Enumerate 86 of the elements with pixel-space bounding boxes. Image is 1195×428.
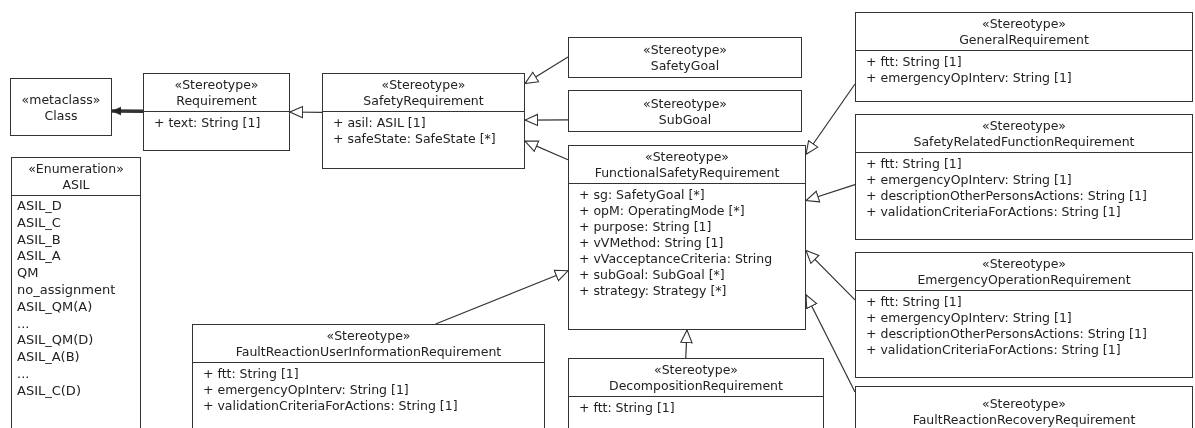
generalization-arrow — [524, 56, 569, 85]
generalization-arrow — [524, 140, 569, 161]
attribute: + strategy: Strategy [*] — [579, 283, 727, 299]
class-box — [855, 252, 1193, 378]
attribute: + subGoal: SubGoal [*] — [579, 267, 725, 283]
class-box — [143, 73, 290, 151]
enum-literal: ASIL_A(B) — [17, 349, 80, 366]
attribute: + ftt: String [1] — [866, 294, 962, 310]
attribute: + validationCriteriaForActions: String [1] — [203, 398, 458, 414]
class-name: SafetyRelatedFunctionRequirement — [913, 134, 1135, 150]
class-name: DecompositionRequirement — [609, 378, 783, 394]
generalization-arrow — [805, 249, 856, 301]
enum-literal: ASIL_B — [17, 231, 61, 249]
enum-literal: ASIL_C — [17, 214, 61, 232]
attribute: + validationCriteriaForActions: String [1] — [866, 204, 1121, 220]
stereotype-label: «Stereotype» — [982, 395, 1066, 412]
stereotype-label: «Stereotype» — [982, 118, 1066, 134]
stereotype-label: «Stereotype» — [645, 149, 729, 165]
enum-literal: ASIL_A — [17, 248, 61, 266]
generalization-arrow — [434, 269, 569, 325]
class-box — [568, 90, 802, 132]
attribute: + descriptionOtherPersonsActions: String [1] — [866, 326, 1147, 342]
attribute: + descriptionOtherPersonsActions: String [1] — [866, 188, 1147, 204]
stereotype-label: «Stereotype» — [654, 362, 738, 378]
generalization-arrow — [289, 106, 323, 119]
class-box — [568, 145, 806, 330]
class-name: SafetyRequirement — [363, 93, 484, 109]
stereotype-label: «Stereotype» — [643, 95, 727, 112]
attribute: + emergencyOpInterv: String [1] — [866, 172, 1072, 188]
stereotype-label: «Stereotype» — [381, 77, 466, 93]
enum-literal: ASIL_QM(D) — [17, 332, 94, 350]
attribute: + sg: SafetyGoal [*] — [579, 187, 705, 203]
attribute: + safeState: SafeState [*] — [333, 131, 496, 147]
attribute: + vVMethod: String [1] — [579, 235, 724, 251]
generalization-arrow — [805, 294, 856, 393]
class-box — [322, 73, 525, 169]
class-name: FaultReactionRecoveryRequirement — [912, 411, 1136, 428]
class-box — [855, 12, 1193, 102]
generalization-arrow — [524, 113, 569, 127]
class-box — [855, 114, 1193, 240]
attribute: + purpose: String [1] — [579, 219, 712, 235]
stereotype-label: «Stereotype» — [174, 77, 259, 93]
stereotype-label: «Enumeration» — [28, 161, 124, 177]
attribute: + validationCriteriaForActions: String [1] — [866, 342, 1121, 358]
attribute: + emergencyOpInterv: String [1] — [203, 382, 409, 398]
enum-literal: ASIL_C(D) — [17, 382, 81, 400]
class-name: SafetyGoal — [650, 58, 720, 74]
enum-literal: ... — [17, 315, 30, 333]
class-name: FaultReactionUserInformationRequirement — [235, 344, 502, 360]
attribute: + vVacceptanceCriteria: String — [579, 251, 773, 267]
class-name: FunctionalSafetyRequirement — [594, 165, 780, 181]
metaclass-box — [10, 78, 112, 136]
class-name: EmergencyOperationRequirement — [917, 272, 1131, 288]
class-name: GeneralRequirement — [959, 32, 1089, 48]
attribute: + ftt: String [1] — [579, 400, 675, 416]
class-box — [568, 37, 802, 78]
generalization-arrow — [805, 183, 856, 203]
class-box — [855, 386, 1193, 428]
extension-arrow — [111, 106, 143, 116]
class-box — [568, 358, 824, 428]
attribute: + opM: OperatingMode [*] — [579, 203, 745, 219]
stereotype-label: «Stereotype» — [326, 328, 411, 344]
generalization-arrow — [680, 329, 693, 359]
generalization-arrow — [805, 83, 856, 155]
stereotype-label: «Stereotype» — [982, 16, 1066, 32]
attribute: + ftt: String [1] — [866, 156, 962, 172]
enum-literal: ASIL_QM(A) — [17, 298, 93, 316]
stereotype-label: «metaclass» — [21, 91, 101, 108]
attribute: + ftt: String [1] — [866, 54, 962, 70]
enum-literal: ASIL_D — [17, 198, 62, 215]
class-box — [192, 324, 545, 428]
class-name: ASIL — [62, 177, 90, 193]
attribute: + asil: ASIL [1] — [333, 115, 426, 131]
enum-literal: QM — [17, 265, 39, 282]
attribute: + emergencyOpInterv: String [1] — [866, 310, 1072, 326]
attribute: + emergencyOpInterv: String [1] — [866, 70, 1072, 86]
attribute: + text: String [1] — [154, 115, 261, 131]
attribute: + ftt: String [1] — [203, 366, 299, 382]
enum-literal: ... — [17, 365, 30, 383]
enumeration-box — [11, 157, 141, 428]
stereotype-label: «Stereotype» — [643, 42, 727, 58]
enum-literal: no_assignment — [17, 282, 116, 299]
class-name: Requirement — [176, 93, 257, 109]
class-name: Class — [44, 107, 78, 124]
class-name: SubGoal — [658, 111, 712, 128]
stereotype-label: «Stereotype» — [982, 256, 1066, 272]
